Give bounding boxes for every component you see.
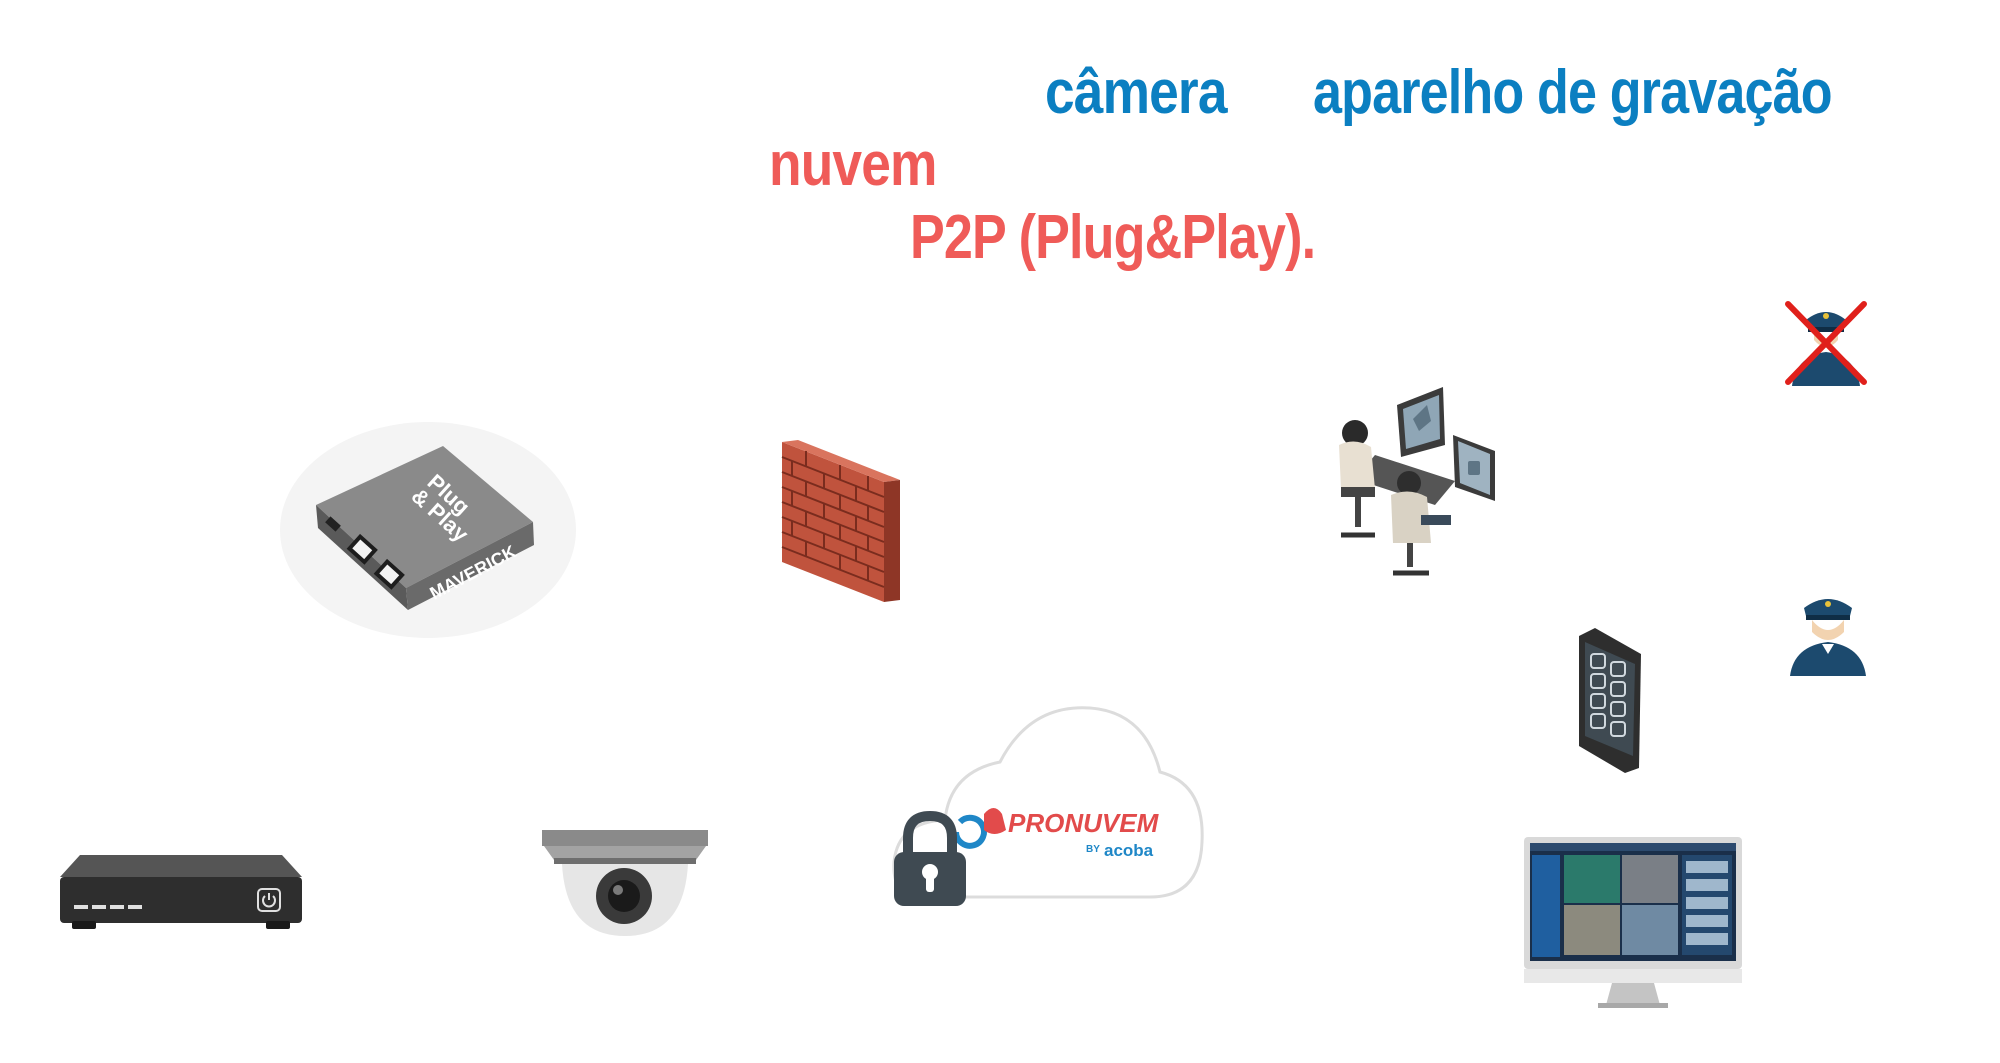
operators-icon bbox=[1335, 385, 1510, 580]
firewall-icon bbox=[780, 440, 900, 605]
cloud-icon: PRONUVEM BY acoba bbox=[890, 702, 1210, 907]
headline-recorder: aparelho de gravação bbox=[1313, 58, 1833, 127]
headline-p2p: P2P (Plug&Play). bbox=[910, 203, 1316, 272]
dvr-icon bbox=[58, 855, 304, 935]
maverick-plug-play-device: Plug & Play MAVERICK bbox=[278, 410, 578, 640]
cloud-logo-company: acoba bbox=[1104, 841, 1154, 860]
headline-cloud: nuvem bbox=[769, 130, 937, 199]
police-icon bbox=[1788, 588, 1868, 676]
cloud-logo-by: BY bbox=[1086, 844, 1100, 855]
cloud-logo-brand: PRONUVEM bbox=[1008, 808, 1160, 838]
police-crossed-icon bbox=[1782, 300, 1870, 386]
headline-camera: câmera bbox=[1045, 58, 1227, 127]
dome-camera-icon bbox=[540, 830, 710, 940]
lock-icon bbox=[894, 810, 966, 906]
monitor-icon bbox=[1522, 835, 1744, 1010]
phone-icon bbox=[1575, 628, 1645, 773]
